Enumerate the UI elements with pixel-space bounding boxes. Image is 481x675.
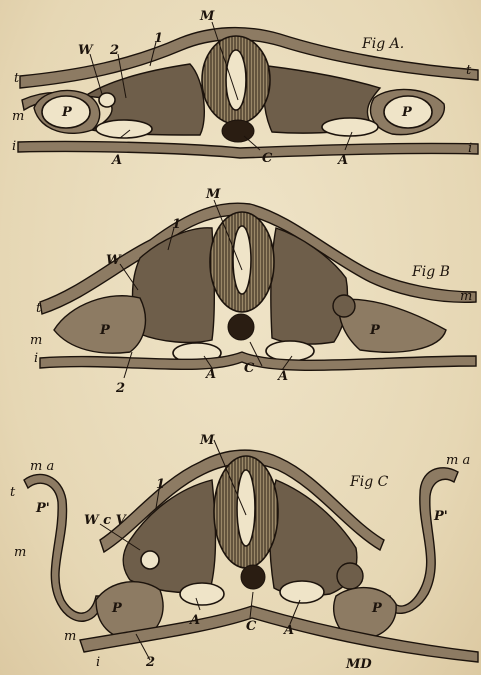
label-ma-left: m a	[30, 459, 54, 474]
label-A-right: A	[276, 369, 288, 384]
label-t-right: t	[466, 63, 472, 78]
label-Pprime-right: P'	[433, 509, 448, 524]
label-t: t	[36, 301, 42, 316]
label-P-right: P	[401, 105, 413, 120]
label-m-right: m	[460, 289, 472, 304]
mesoderm-right	[271, 228, 348, 344]
label-W: W	[78, 43, 94, 58]
neural-canal	[233, 226, 251, 294]
figure-b: Fig B M W 1 t m m i P P A A C 2	[30, 187, 476, 396]
label-A-left: A	[188, 613, 200, 628]
wolffian-duct	[99, 93, 115, 107]
label-WcV: W c V	[84, 513, 128, 528]
label-W: W	[106, 253, 122, 268]
label-ma-right: m a	[446, 453, 470, 468]
aorta-left	[180, 583, 224, 605]
label-2: 2	[115, 381, 125, 396]
label-t: t	[10, 485, 16, 500]
label-2: 2	[145, 655, 155, 670]
neural-canal	[237, 470, 255, 546]
label-P-right: P	[371, 601, 383, 616]
label-i: i	[34, 351, 38, 366]
label-A-right: A	[282, 623, 294, 638]
label-A-left: A	[204, 367, 216, 382]
notochord	[228, 314, 254, 340]
label-P-left: P	[111, 601, 123, 616]
aorta-right	[322, 118, 378, 136]
label-m-lower: m	[64, 629, 76, 644]
label-1: 1	[154, 31, 163, 46]
figure-c-title: Fig C	[349, 474, 389, 490]
hypoblast-layer	[18, 141, 478, 158]
label-M: M	[199, 433, 215, 448]
label-A-right: A	[336, 153, 348, 168]
label-C: C	[246, 619, 257, 634]
label-m: m	[14, 545, 26, 560]
label-M: M	[205, 187, 221, 202]
figure-a-title: Fig A.	[361, 36, 404, 52]
figure-a: Fig A. M W 2 1 t t m i i P P A A C	[12, 9, 478, 168]
label-P-left: P	[61, 105, 73, 120]
label-P-left: P	[99, 323, 111, 338]
label-m: m	[12, 109, 24, 124]
label-C: C	[244, 361, 255, 376]
label-m-left: m	[30, 333, 42, 348]
amnion-fold-left	[24, 474, 104, 621]
figure-c: Fig C M 1 m a m a t P' P' W c V m m P P …	[10, 433, 478, 672]
label-i-left: i	[12, 139, 16, 154]
label-Pprime-left: P'	[35, 501, 50, 516]
wolffian-body-right	[337, 563, 363, 589]
neural-canal	[226, 50, 246, 110]
label-1: 1	[172, 217, 181, 232]
label-A-left: A	[110, 153, 122, 168]
notochord	[222, 120, 254, 142]
notochord	[241, 565, 265, 589]
wolffian-body-left	[141, 551, 159, 569]
label-i-right: i	[468, 141, 472, 156]
figure-b-title: Fig B	[411, 264, 450, 280]
wolffian-body-right	[333, 295, 355, 317]
label-M: M	[199, 9, 215, 24]
label-2: 2	[109, 43, 119, 58]
label-P-right: P	[369, 323, 381, 338]
label-MD: MD	[345, 657, 372, 672]
amnion-fold-right	[382, 468, 458, 614]
aorta-right	[280, 581, 324, 603]
label-i: i	[96, 655, 100, 670]
label-C: C	[262, 151, 273, 166]
label-1: 1	[156, 477, 165, 492]
label-t-left: t	[14, 71, 20, 86]
hypoblast-layer	[40, 352, 476, 370]
